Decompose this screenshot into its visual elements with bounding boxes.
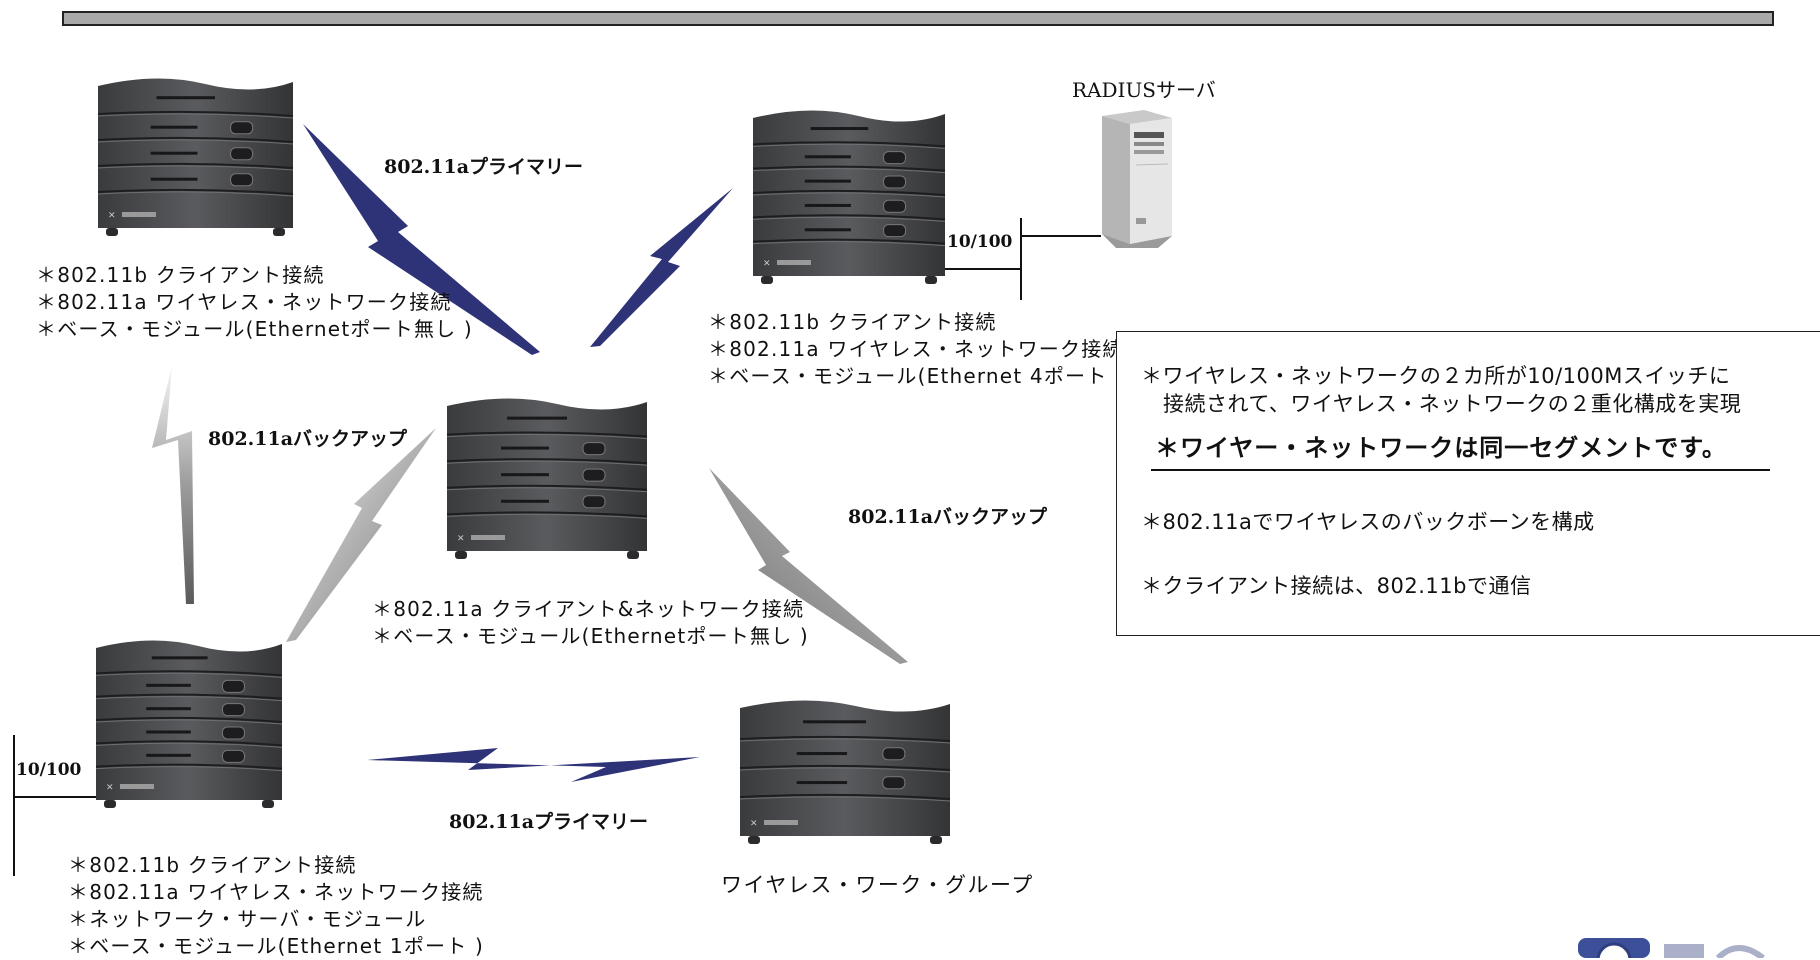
description-line: ＊ネットワーク・サーバ・モジュール [68,907,427,931]
radius-server-label: RADIUSサーバ [1072,78,1216,102]
info-heading: ＊ワイヤー・ネットワークは同一セグメントです。 [1155,434,1727,462]
svg-text:✕: ✕ [750,819,758,829]
label-bottom-primary: 802.11aプライマリー [449,811,649,833]
svg-text:✕: ✕ [763,259,771,269]
device-top-right-icon: ✕ [752,110,946,284]
description-line: ＊ベース・モジュール(Ethernet 4ポート ) [708,364,1124,388]
node-top-right-description: ＊802.11b クライアント接続 ＊802.11a ワイヤレス・ネットワーク接… [708,309,1124,390]
info-heading-underline [1151,469,1770,471]
primary-link-top-right [590,188,733,347]
info-line-3: ＊802.11aでワイヤレスのバックボーンを構成 [1141,510,1595,534]
radius-server-icon [1102,110,1172,248]
corner-logo-icon [1578,938,1765,958]
backup-link-left [152,366,194,604]
header-bar [62,11,1774,26]
description-line: ＊802.11a ワイヤレス・ネットワーク接続 [708,337,1124,361]
description-line: ＊802.11b クライアント接続 [68,853,357,877]
info-line-2: 接続されて、ワイヤレス・ネットワークの２重化構成を実現 [1163,392,1742,416]
label-top-primary: 802.11aプライマリー [384,156,584,178]
info-line-4: ＊クライアント接続は、802.11bで通信 [1141,574,1532,598]
description-line: ＊802.11b クライアント接続 [708,310,997,334]
description-line: ＊802.11b クライアント接続 [36,263,325,287]
device-bottom-left-icon: ✕ [95,640,283,808]
label-left-backup: 802.11aバックアップ [208,428,408,450]
device-top-left-icon: ✕ [97,78,294,236]
description-line: ＊ベース・モジュール(Ethernetポート無し ) [372,624,809,648]
label-bottom-left-10-100: 10/100 [16,760,82,780]
svg-text:✕: ✕ [457,534,465,544]
svg-text:✕: ✕ [108,211,116,221]
label-top-right-10-100: 10/100 [947,232,1013,252]
primary-link-bottom [367,748,700,782]
svg-text:✕: ✕ [106,783,114,793]
node-top-left-description: ＊802.11b クライアント接続 ＊802.11a ワイヤレス・ネットワーク接… [36,262,473,343]
description-line: ＊802.11a ワイヤレス・ネットワーク接続 [68,880,484,904]
description-line: ＊ベース・モジュール(Ethernetポート無し ) [36,317,473,341]
description-line: ＊802.11a ワイヤレス・ネットワーク接続 [36,290,452,314]
description-line: ＊ベース・モジュール(Ethernet 1ポート ) [68,934,484,958]
node-bottom-right-label: ワイヤレス・ワーク・グループ [721,873,1034,897]
label-right-backup: 802.11aバックアップ [848,506,1048,528]
node-center-description: ＊802.11a クライアント&ネットワーク接続 ＊ベース・モジュール(Ethe… [372,596,809,650]
description-line: ＊802.11a クライアント&ネットワーク接続 [372,597,805,621]
node-bottom-left-description: ＊802.11b クライアント接続 ＊802.11a ワイヤレス・ネットワーク接… [68,852,484,960]
info-line-1: ＊ワイヤレス・ネットワークの２カ所が10/100Mスイッチに [1141,364,1731,388]
backup-link-center-left [286,428,436,642]
device-bottom-right-icon: ✕ [739,700,951,844]
primary-link-top-left [303,124,540,355]
device-center-icon: ✕ [446,398,648,559]
info-box: ＊ワイヤレス・ネットワークの２カ所が10/100Mスイッチに 接続されて、ワイヤ… [1116,331,1820,636]
